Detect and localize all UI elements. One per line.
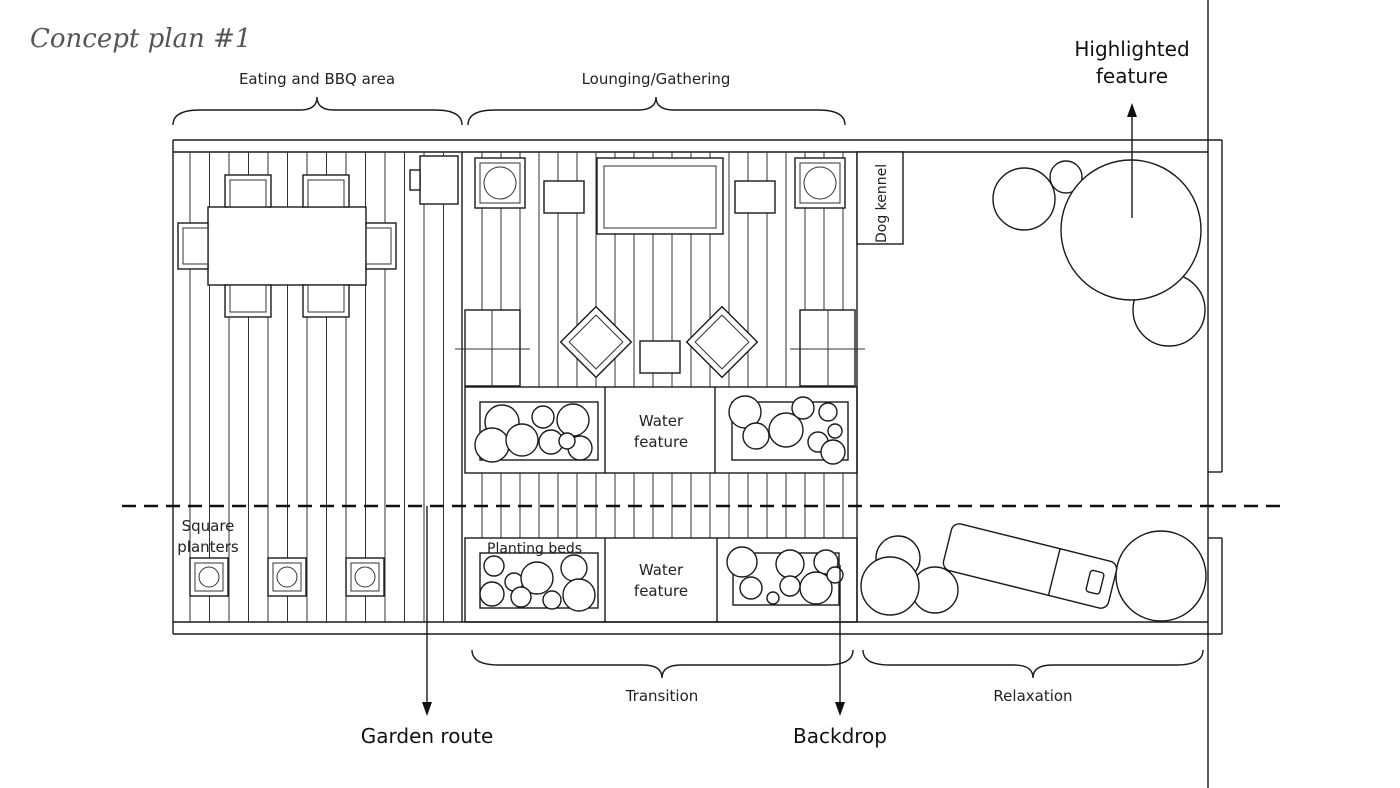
backdrop-arrow bbox=[835, 565, 845, 716]
brace-relaxation bbox=[862, 649, 1204, 679]
sofa bbox=[596, 157, 724, 235]
planting-bed bbox=[479, 552, 599, 609]
water-feature-label: feature bbox=[634, 433, 688, 451]
dog-kennel-label: Dog kennel bbox=[874, 164, 890, 243]
planting-bed bbox=[479, 401, 599, 461]
brace-eating bbox=[172, 96, 463, 126]
highlighted-feature-label: Highlighted bbox=[1074, 37, 1189, 61]
plan-title: Concept plan #1 bbox=[30, 24, 251, 54]
lounge-furniture bbox=[455, 157, 865, 387]
water-feature-label: Water bbox=[639, 561, 684, 579]
zone-label-eating: Eating and BBQ area bbox=[239, 70, 395, 88]
highlighted-feature-label: feature bbox=[1096, 64, 1168, 88]
lower-beds-row: Water feature Planting beds bbox=[464, 537, 858, 623]
water-feature-label: feature bbox=[634, 582, 688, 600]
dining-table bbox=[207, 206, 367, 286]
backdrop-label: Backdrop bbox=[793, 724, 887, 748]
square-planters: Square planters bbox=[177, 517, 385, 597]
water-feature-label: Water bbox=[639, 412, 684, 430]
garden-route-label: Garden route bbox=[361, 724, 494, 748]
coffee-table bbox=[639, 340, 681, 374]
zone-label-lounging: Lounging/Gathering bbox=[582, 70, 731, 88]
planting-bed bbox=[731, 401, 849, 461]
square-planters-label: Square bbox=[182, 517, 235, 535]
zone-label-transition: Transition bbox=[625, 687, 699, 705]
bbq-grill bbox=[409, 155, 459, 205]
dog-kennel: Dog kennel bbox=[856, 151, 904, 245]
dining-set bbox=[177, 174, 397, 318]
feature-trees bbox=[992, 159, 1206, 347]
zone-label-relaxation: Relaxation bbox=[993, 687, 1072, 705]
garden-route-arrow bbox=[422, 506, 432, 716]
deck-boards-left bbox=[189, 152, 444, 622]
upper-beds-row: Water feature bbox=[464, 386, 858, 474]
brace-lounging bbox=[467, 96, 846, 126]
highlighted-feature-arrow bbox=[1127, 103, 1137, 218]
sun-lounger bbox=[942, 523, 1118, 609]
square-planters-label: planters bbox=[177, 538, 239, 556]
planting-beds-label: Planting beds bbox=[487, 541, 582, 557]
brace-transition bbox=[471, 649, 854, 679]
relaxation-features bbox=[860, 523, 1207, 622]
